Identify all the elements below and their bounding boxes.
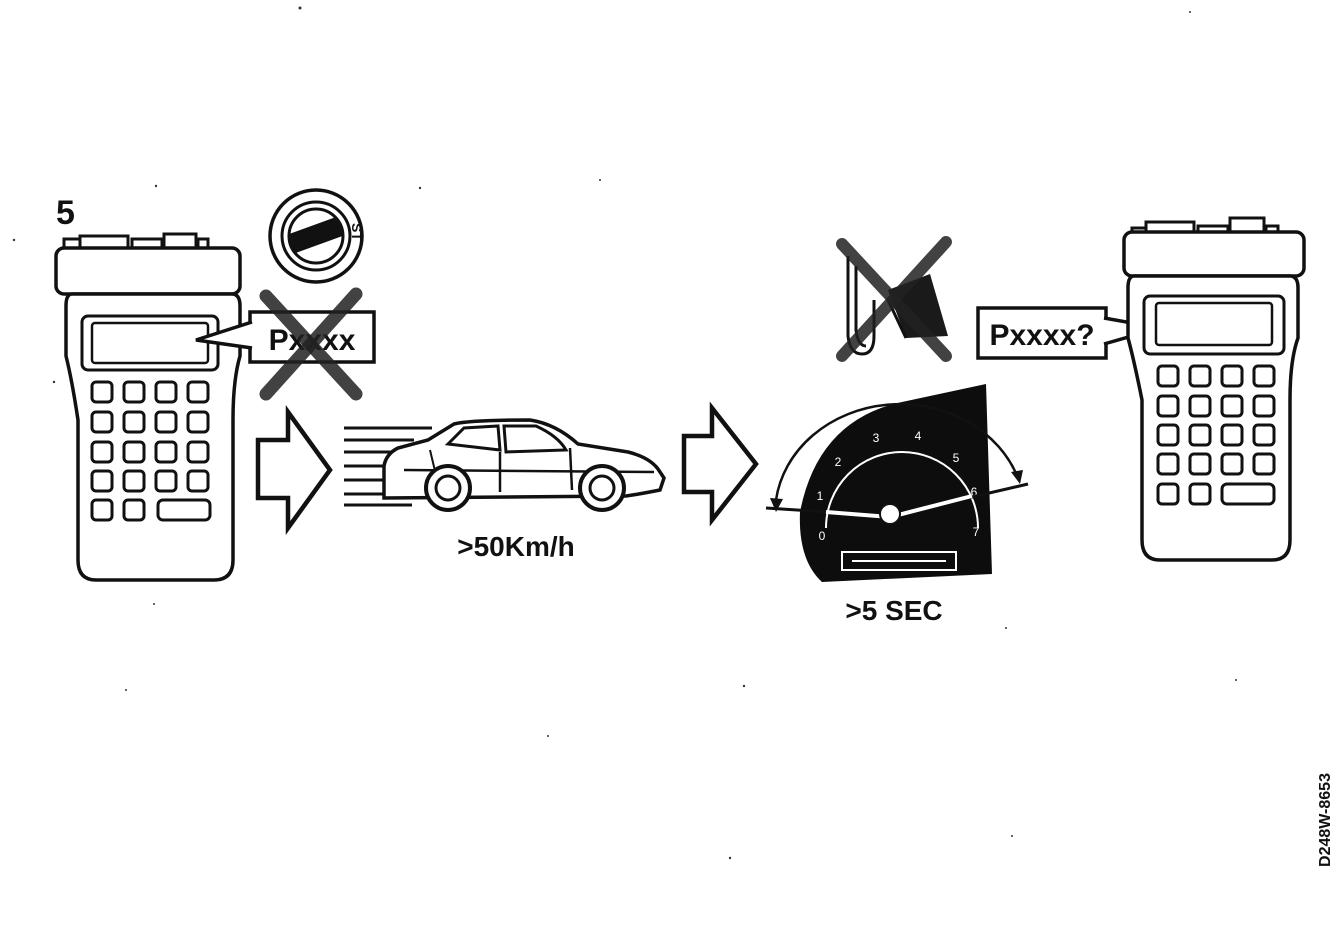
- cross-out-icon: [259, 287, 363, 401]
- step-number: 5: [56, 194, 75, 232]
- speed-lines-icon: [344, 426, 432, 507]
- svg-text:0: 0: [819, 529, 826, 543]
- figure-code: D248W-8653: [1317, 773, 1334, 867]
- svg-text:4: 4: [915, 429, 922, 443]
- diagnostic-tester-left: [54, 232, 242, 582]
- svg-text:3: 3: [873, 431, 880, 445]
- ignition-position-label: ST: [349, 223, 365, 241]
- svg-text:7: 7: [973, 525, 980, 539]
- rpm-scale: 0 1 2 3 4 5 6 7: [817, 429, 980, 543]
- display-callout-right: Pxxxx?: [976, 306, 1161, 360]
- flow-arrow-icon: [255, 405, 333, 535]
- cross-out-icon: [836, 236, 952, 362]
- svg-text:2: 2: [835, 455, 842, 469]
- display-text-right: Pxxxx?: [989, 319, 1094, 352]
- ignition-key-icon: ST: [268, 188, 365, 284]
- svg-text:5: 5: [953, 451, 960, 465]
- car-icon: [382, 418, 666, 512]
- diagnostic-tester-right: [1122, 216, 1306, 562]
- svg-text:1: 1: [817, 489, 824, 503]
- flow-arrow-icon: [681, 401, 759, 527]
- rpm-gauge-icon: 0 1 2 3 4 5 6 7: [765, 384, 1029, 582]
- scan-noise: [12, 6, 1237, 860]
- speed-condition-label: >50Km/h: [457, 531, 575, 562]
- svg-text:6: 6: [971, 485, 978, 499]
- duration-condition-label: >5 SEC: [845, 595, 942, 626]
